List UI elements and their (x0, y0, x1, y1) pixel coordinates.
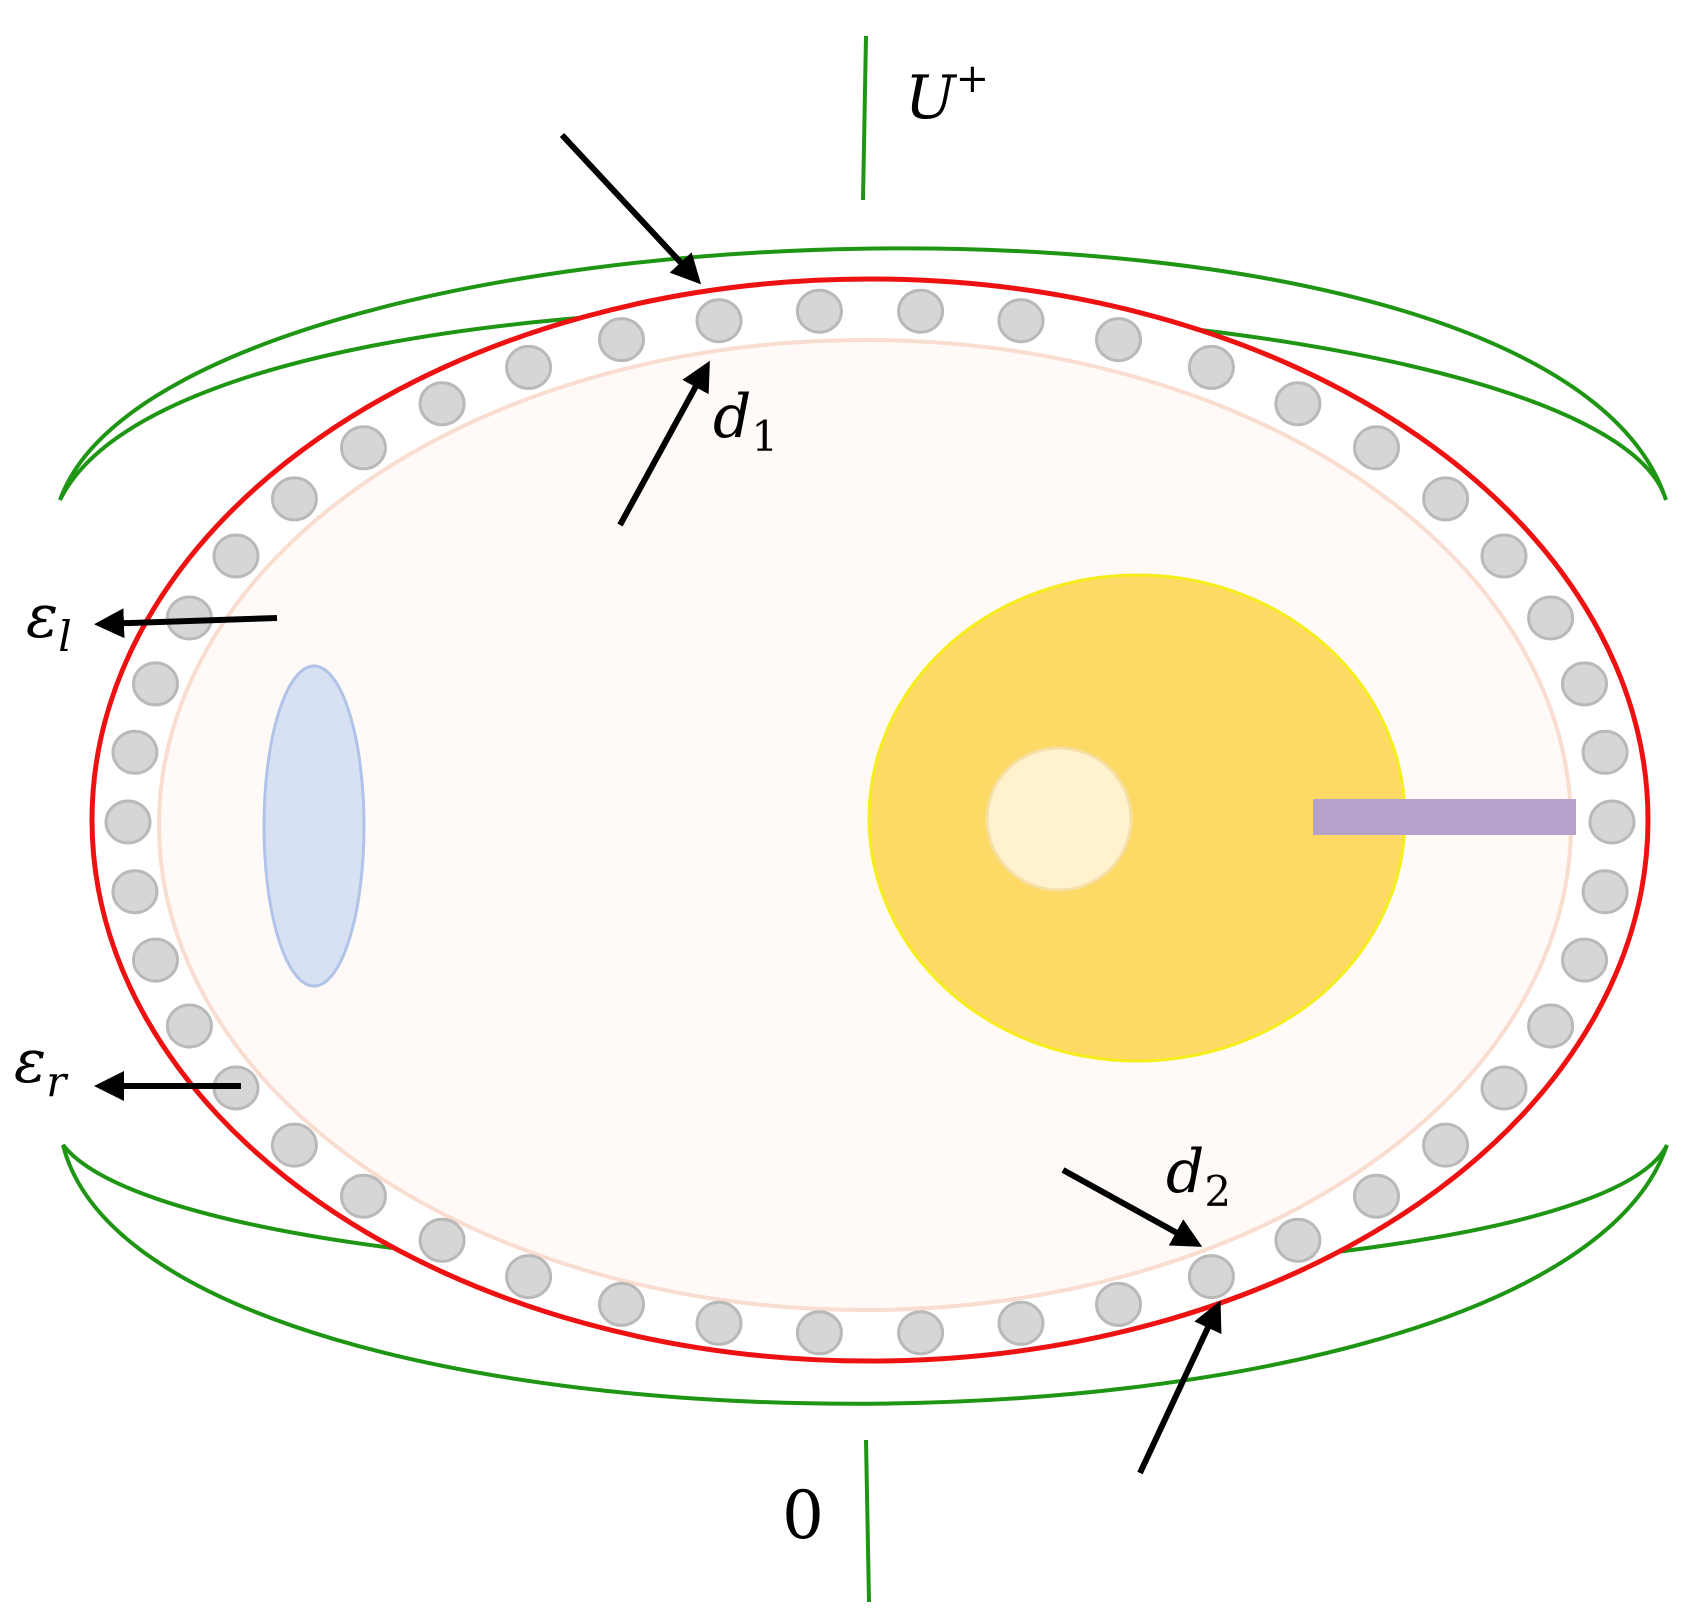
nucleolus (985, 746, 1133, 892)
membrane-particle (111, 729, 159, 775)
membrane-particle (695, 298, 743, 344)
membrane-particle (340, 1173, 387, 1219)
membrane-particle (897, 1310, 945, 1356)
membrane-particle (1561, 937, 1608, 983)
membrane-particle (897, 288, 945, 334)
membrane-particle (1353, 1173, 1400, 1219)
label-d2: d2 (1166, 1137, 1231, 1216)
label-bottom-voltage: 0 (782, 1477, 824, 1554)
cell (89, 276, 1651, 1364)
protrusion-rod (1313, 799, 1576, 835)
top-electrode-wire (861, 35, 868, 201)
membrane-particle (1588, 799, 1636, 845)
membrane-particle (1422, 1122, 1470, 1168)
membrane-particle (1527, 595, 1575, 641)
labels: U+ d1 εl εr d2 0 (14, 56, 1231, 1554)
membrane-particle (132, 937, 179, 983)
label-top-voltage: U+ (905, 56, 989, 133)
label-eps-r: εr (14, 1027, 69, 1106)
arrow-d1 (617, 360, 710, 527)
membrane-particle (1095, 1281, 1142, 1327)
membrane-particle (997, 1300, 1045, 1346)
arrow-to-bottom-membrane (1137, 1300, 1222, 1475)
membrane-particle (418, 1217, 466, 1263)
membrane-particle (340, 425, 387, 471)
membrane-particle (270, 476, 318, 522)
membrane-particle (418, 381, 466, 427)
membrane-particle (1274, 1217, 1322, 1263)
membrane-particle (1187, 344, 1235, 390)
membrane-particle (997, 298, 1045, 344)
membrane-particle (1561, 661, 1608, 707)
membrane-particle (505, 344, 553, 390)
membrane-particle (1480, 533, 1528, 579)
membrane-particle (1527, 1003, 1575, 1049)
vacuole (262, 664, 366, 988)
arrows (94, 132, 1222, 1475)
label-d1: d1 (713, 382, 778, 461)
arrow-eps-l (94, 608, 278, 639)
membrane-particle (598, 1281, 645, 1327)
membrane-particle (795, 288, 843, 334)
membrane-particle (165, 1003, 213, 1049)
membrane-particle (1187, 1254, 1235, 1300)
top-electrode (58, 35, 1668, 501)
bottom-electrode-wire (864, 1439, 871, 1603)
membrane-particle (1581, 729, 1629, 775)
membrane-particle (104, 799, 152, 845)
membrane-particle (695, 1300, 743, 1346)
membrane-particle (505, 1254, 553, 1300)
label-eps-l: εl (26, 582, 72, 661)
membrane-particle (1480, 1065, 1528, 1111)
membrane-particle (132, 661, 179, 707)
membrane-particle (795, 1310, 843, 1356)
membrane-particle (1581, 869, 1629, 915)
membrane-particle (1422, 476, 1470, 522)
arrow-to-outer-membrane (559, 132, 702, 285)
membrane-particle (598, 317, 645, 363)
membrane-particle (270, 1122, 318, 1168)
top-electrode-plate (58, 246, 1668, 501)
membrane-particle (1274, 381, 1322, 427)
membrane-particle (1353, 425, 1400, 471)
membrane-particle (111, 869, 159, 915)
arrow-d2 (1061, 1167, 1203, 1247)
membrane-particle (1095, 317, 1142, 363)
membrane-particle (212, 533, 260, 579)
membrane-particles (104, 288, 1636, 1356)
